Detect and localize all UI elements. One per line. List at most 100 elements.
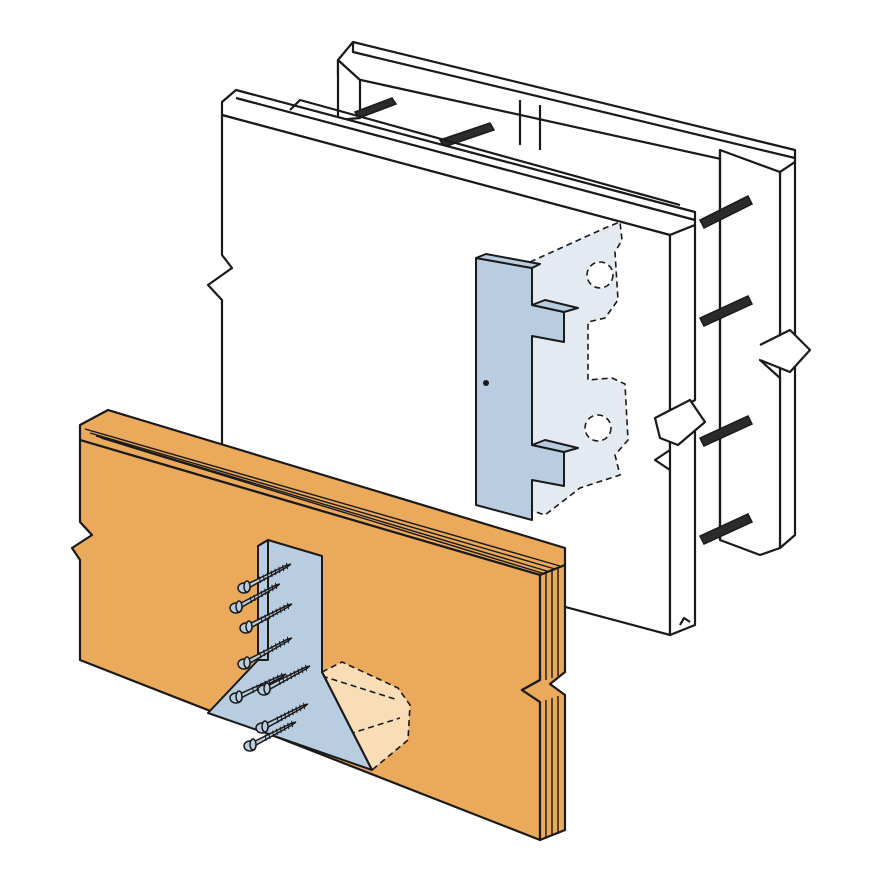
tie-rods bbox=[353, 97, 754, 545]
back-panel-tongue bbox=[351, 42, 796, 160]
screw-thread bbox=[264, 734, 267, 742]
screw-thread bbox=[270, 570, 273, 578]
screw-thread bbox=[286, 636, 290, 644]
screw-thread bbox=[260, 590, 263, 598]
screw-thread bbox=[262, 574, 265, 582]
back-panel-break bbox=[759, 328, 812, 374]
screw-washer bbox=[243, 656, 251, 669]
screw-thread bbox=[280, 714, 283, 722]
back-panel-face bbox=[718, 148, 782, 557]
tie-rod bbox=[698, 513, 754, 545]
screw-thread bbox=[282, 676, 285, 684]
screw-thread bbox=[286, 562, 289, 570]
screw-washer bbox=[245, 620, 253, 633]
screw-thread bbox=[266, 572, 269, 580]
screw-thread bbox=[267, 586, 270, 594]
screw-thread bbox=[275, 608, 278, 616]
screw-thread bbox=[293, 670, 296, 678]
screw-thread bbox=[259, 651, 262, 659]
screw bbox=[239, 602, 293, 634]
icf-back-panel bbox=[336, 40, 812, 557]
screw-thread bbox=[253, 594, 256, 602]
screw-thread bbox=[301, 666, 304, 674]
screw-thread bbox=[275, 643, 278, 650]
screw-thread bbox=[274, 582, 278, 590]
embedded-plate-tab-upper bbox=[531, 299, 579, 313]
screw-thread bbox=[291, 708, 294, 716]
screw bbox=[229, 582, 281, 614]
screw-thread bbox=[278, 641, 282, 648]
screw-thread bbox=[256, 592, 260, 600]
screw-thread bbox=[274, 568, 277, 576]
screw-thread bbox=[295, 706, 298, 714]
screw-washer bbox=[243, 580, 251, 593]
screw-thread bbox=[264, 588, 267, 596]
screw-thread bbox=[283, 724, 286, 732]
screw-washer bbox=[249, 738, 257, 751]
screw-thread bbox=[303, 702, 306, 710]
screw-thread bbox=[260, 616, 263, 624]
screw-thread bbox=[287, 722, 290, 730]
screw-thread bbox=[278, 566, 281, 574]
beam-laminations-top bbox=[84, 428, 561, 575]
screw-thread bbox=[267, 647, 270, 655]
screw-thread bbox=[271, 584, 274, 592]
hanger-flange-edge bbox=[257, 539, 269, 661]
beam-end bbox=[520, 563, 567, 842]
screw-thread bbox=[305, 664, 308, 672]
screw-thread bbox=[287, 602, 290, 610]
tie-rod bbox=[698, 194, 754, 230]
screw-thread bbox=[287, 710, 290, 718]
screw-thread bbox=[299, 704, 302, 712]
screw bbox=[255, 702, 309, 734]
front-panel-top-groove bbox=[235, 96, 696, 222]
screw-thread bbox=[275, 728, 278, 736]
screw bbox=[243, 720, 297, 752]
screw-thread bbox=[279, 606, 282, 614]
screw-thread bbox=[258, 576, 261, 584]
embedded-hanger-plate bbox=[475, 253, 579, 521]
embedded-plate-pin bbox=[483, 380, 489, 386]
screw-thread bbox=[291, 720, 294, 728]
screw-washer bbox=[235, 600, 243, 613]
screw-thread bbox=[268, 732, 271, 740]
screw-thread bbox=[282, 564, 285, 572]
screw bbox=[257, 664, 311, 696]
screw-thread bbox=[297, 668, 300, 676]
hanger-seat-edge bbox=[321, 671, 373, 771]
embedded-plate-hole bbox=[586, 261, 614, 289]
screw-thread bbox=[271, 610, 274, 618]
screw-thread bbox=[276, 716, 279, 724]
panel-break-tab bbox=[653, 398, 707, 447]
screw-thread bbox=[278, 678, 281, 686]
screw-thread bbox=[283, 604, 286, 612]
screw-thread bbox=[289, 672, 292, 680]
screw bbox=[237, 562, 292, 594]
tie-rod bbox=[353, 97, 398, 119]
screw-thread bbox=[268, 612, 271, 620]
screw-thread bbox=[279, 726, 282, 734]
screw-washer bbox=[261, 720, 269, 733]
screw-thread bbox=[252, 686, 254, 694]
screw-thread bbox=[282, 638, 286, 646]
screw-washer bbox=[235, 690, 243, 703]
screw bbox=[237, 636, 293, 670]
screw-thread bbox=[249, 596, 252, 604]
screw-washer bbox=[263, 682, 271, 695]
beam-end-laminations bbox=[545, 569, 559, 838]
front-panel-notch bbox=[679, 616, 691, 626]
screw-thread bbox=[264, 614, 267, 622]
embedded-plate-hole bbox=[584, 414, 612, 442]
structural-screws bbox=[229, 562, 311, 752]
screw-thread bbox=[271, 645, 274, 652]
tie-rod bbox=[698, 295, 754, 327]
screw-thread bbox=[272, 730, 275, 738]
embedded-plate-edge bbox=[475, 253, 541, 269]
tie-rod bbox=[438, 122, 496, 148]
embedded-plate-tab-lower bbox=[531, 439, 579, 453]
screw-thread bbox=[284, 712, 287, 720]
screw-thread bbox=[286, 674, 289, 682]
screw-thread bbox=[263, 649, 266, 657]
